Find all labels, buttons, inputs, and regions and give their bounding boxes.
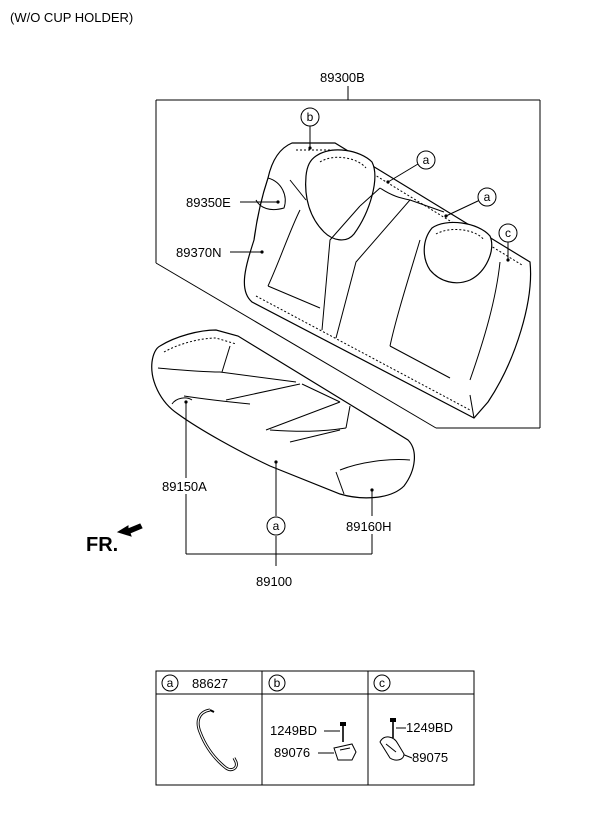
front-label: FR. (86, 534, 118, 556)
svg-text:a: a (273, 519, 280, 533)
seat-cushion (151, 329, 415, 499)
svg-text:a: a (167, 676, 174, 690)
legend-c-part: 89075 (412, 750, 448, 765)
legend-cell-c: c 1249BD 89075 (373, 674, 453, 765)
label-89160H: 89160H (346, 519, 392, 534)
callout-b: b (300, 107, 320, 127)
svg-text:b: b (274, 676, 281, 690)
bolt-icon-c (390, 718, 396, 738)
seatback-boundary (155, 86, 541, 429)
label-89150A: 89150A (162, 479, 207, 494)
callout-a-upper-2: a (477, 187, 497, 207)
legend-table (155, 670, 475, 786)
bolt-icon (340, 722, 346, 742)
legend-b-bolt: 1249BD (270, 723, 317, 738)
label-89370N: 89370N (176, 245, 222, 260)
svg-text:c: c (505, 226, 511, 240)
bracket-icon-c (379, 736, 405, 761)
seatback (243, 142, 532, 419)
callout-a-cushion: a (266, 516, 286, 536)
bracket-icon (333, 743, 357, 761)
callout-a-upper-1: a (416, 150, 436, 170)
label-89350E: 89350E (186, 195, 231, 210)
front-arrow-icon (116, 523, 143, 537)
label-89300B: 89300B (320, 70, 365, 85)
legend-cell-b: b 1249BD 89076 (268, 674, 357, 761)
legend-c-bolt: 1249BD (406, 720, 453, 735)
svg-text:a: a (423, 153, 430, 167)
svg-text:b: b (307, 110, 314, 124)
legend-b-part: 89076 (274, 745, 310, 760)
leader-lines (184, 126, 510, 566)
svg-text:a: a (484, 190, 491, 204)
wire-clip-icon (196, 708, 238, 772)
svg-text:c: c (379, 676, 385, 690)
legend-cell-a: a 88627 (161, 674, 238, 772)
header-note: (W/O CUP HOLDER) (10, 10, 133, 25)
callout-c: c (498, 223, 518, 243)
label-89100: 89100 (256, 574, 292, 589)
legend-a-part: 88627 (192, 676, 228, 691)
